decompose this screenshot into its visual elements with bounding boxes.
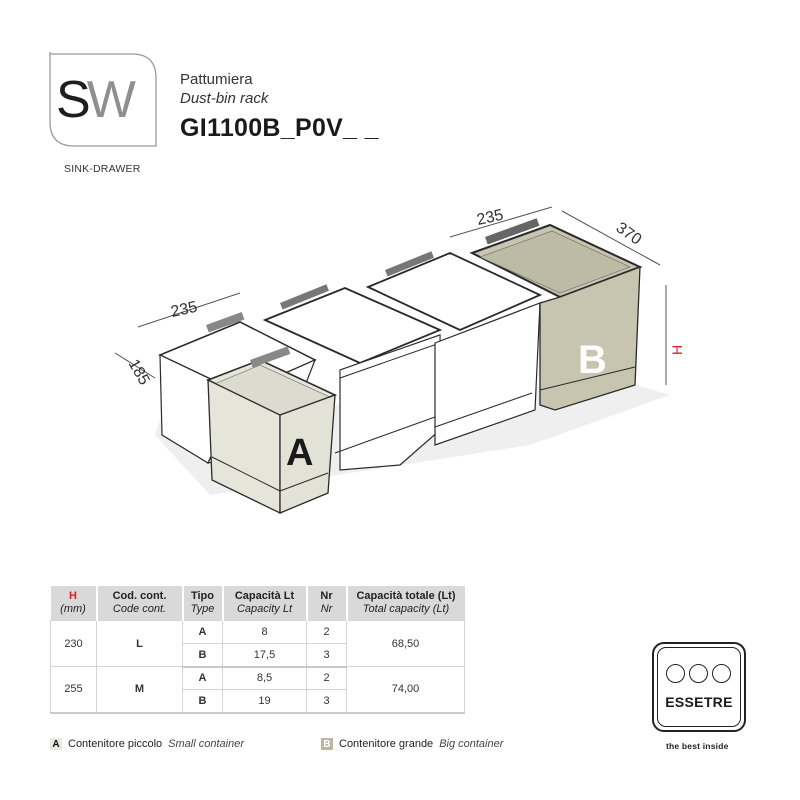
- cell-nr: 2: [306, 666, 347, 690]
- legend-a-it: Contenitore piccolo: [68, 738, 163, 750]
- container-middle-1: [262, 284, 443, 471]
- cell-total: 68,50: [346, 620, 465, 667]
- table-row: B 17,5 3: [51, 643, 465, 668]
- sw-logo: SW: [49, 52, 158, 147]
- container-a: A: [205, 346, 338, 515]
- cell-nr: 3: [306, 689, 347, 714]
- cell-type: A: [182, 620, 223, 644]
- cell-type: A: [182, 666, 223, 690]
- manufacturer-tagline: the best inside: [666, 741, 729, 751]
- label-b: B: [578, 338, 607, 382]
- product-name-en: Dust-bin rack: [180, 90, 269, 107]
- sink-drawer-label: SINK-DRAWER: [64, 163, 141, 175]
- header-h: H(mm): [50, 586, 98, 621]
- essetre-logo: ESSETRE: [652, 642, 746, 732]
- cell-capacity: 17,5: [222, 643, 307, 668]
- dim-height: H: [669, 345, 685, 355]
- dim-big-depth: 370: [613, 219, 645, 248]
- dustbin-rack-illustration: A B: [114, 206, 685, 515]
- title-block: Pattumiera Dust-bin rack GI1100B_P0V_ _: [180, 70, 379, 143]
- dimension-lines: [114, 206, 667, 385]
- legend-a-en: Small container: [168, 738, 244, 750]
- cell-type: B: [182, 689, 223, 714]
- essetre-inner-frame: [657, 647, 741, 727]
- cell-type: B: [182, 643, 223, 668]
- logo-s: S: [56, 71, 91, 129]
- container-b: B: [469, 218, 643, 411]
- table-row: 255 M A 8,5 2 74,00: [50, 666, 465, 714]
- manufacturer-name: ESSETRE: [665, 694, 733, 710]
- cell-h: 230: [50, 620, 97, 667]
- cell-code: L: [96, 620, 183, 667]
- logo-mark: SW: [56, 71, 136, 129]
- logo-frame-icon: [49, 52, 157, 147]
- product-drawing: A B: [100, 195, 700, 535]
- legend-badge-a: A: [50, 738, 62, 750]
- cell-capacity: 8,5: [222, 666, 307, 690]
- header-code: Cod. cont.Code cont.: [96, 586, 184, 621]
- cell-capacity: 19: [222, 689, 307, 714]
- product-code: GI1100B_P0V_ _: [180, 114, 379, 142]
- three-circles-icon: [666, 664, 731, 683]
- logo-w: W: [86, 71, 136, 129]
- dim-big-width: 235: [475, 207, 505, 229]
- cell-capacity: 8: [222, 620, 307, 644]
- table-row: 230 L A 8 2 68,50: [50, 620, 465, 667]
- legend-small-container: A Contenitore piccolo Small container: [50, 738, 244, 750]
- label-a: A: [286, 432, 313, 474]
- product-name-it: Pattumiera: [180, 71, 253, 88]
- cell-total: 74,00: [346, 666, 465, 714]
- header-total: Capacità totale (Lt)Total capacity (Lt): [346, 586, 465, 621]
- dim-small-width: 235: [169, 299, 199, 321]
- cell-h: 255: [50, 666, 97, 714]
- cell-code: M: [96, 666, 183, 714]
- legend-b-it: Contenitore grande: [339, 738, 434, 750]
- cell-nr: 2: [306, 620, 347, 644]
- legend-b-en: Big container: [439, 738, 504, 750]
- container-middle-2: [365, 251, 543, 446]
- legend-big-container: B Contenitore grande Big container: [321, 738, 503, 750]
- cell-nr: 3: [306, 643, 347, 668]
- table-row: B 19 3: [51, 689, 465, 714]
- legend-badge-b: B: [321, 738, 333, 750]
